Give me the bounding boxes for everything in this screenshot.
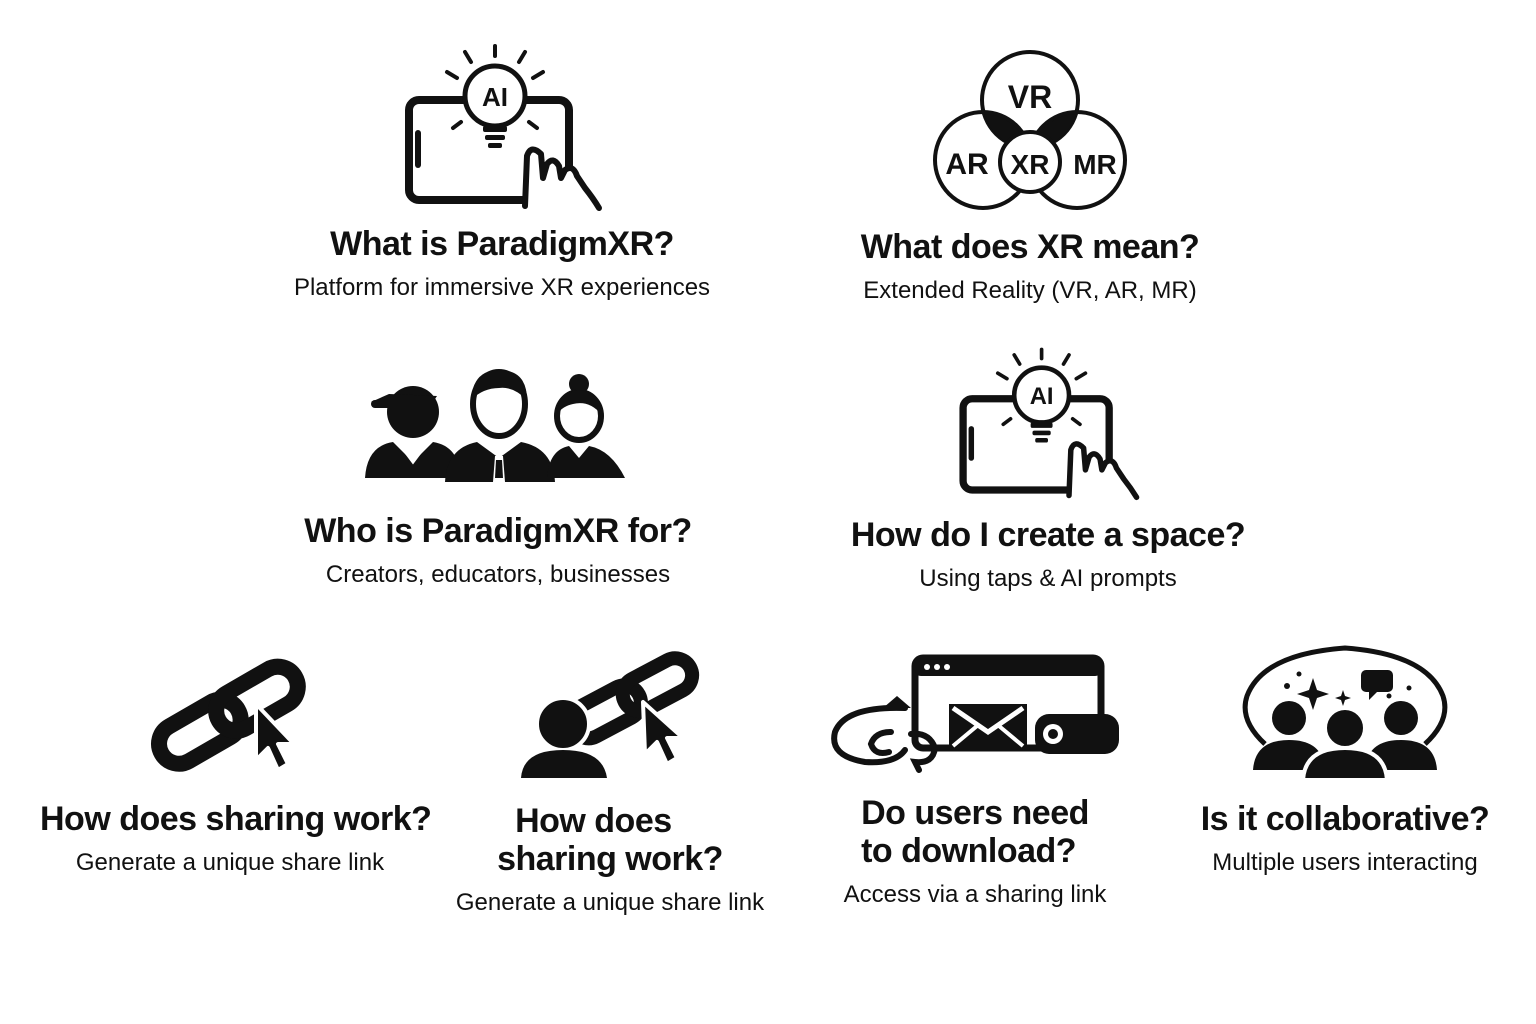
collaborating-users-icon bbox=[1242, 645, 1448, 780]
browser-email-vr-headset-icon bbox=[831, 654, 1119, 773]
faq-answer: Platform for immersive XR experiences bbox=[293, 274, 711, 301]
venn-label-vr: VR bbox=[1008, 79, 1052, 115]
faq-item-what-is: AI What is ParadigmXR? Platform for imme… bbox=[252, 38, 752, 303]
tablet-ai-bulb-touch-icon: AI bbox=[405, 44, 602, 211]
faq-question-wrap: How does sharing work? bbox=[450, 802, 770, 878]
faq-question: How does sharing work? bbox=[497, 802, 723, 878]
faq-question: What does XR mean? bbox=[860, 228, 1200, 266]
faq-question-line: to download? bbox=[861, 832, 1077, 870]
faq-question: Who is ParadigmXR for? bbox=[304, 512, 692, 550]
bulb-label: AI bbox=[1030, 384, 1054, 410]
people-group-icon bbox=[365, 369, 625, 482]
faq-question-line: Do users need bbox=[861, 794, 1089, 832]
faq-answer: Access via a sharing link bbox=[843, 881, 1107, 908]
faq-question: How does sharing work? bbox=[40, 800, 432, 838]
venn-label-xr: XR bbox=[1011, 149, 1050, 180]
faq-answer: Extended Reality (VR, AR, MR) bbox=[863, 277, 1197, 304]
faq-answer: Using taps & AI prompts bbox=[919, 565, 1177, 592]
xr-venn-diagram-icon: VR AR XR MR bbox=[933, 50, 1127, 210]
faq-answer: Multiple users interacting bbox=[1212, 849, 1478, 876]
faq-item-sharing-user: How does sharing work? Generate a unique… bbox=[450, 650, 770, 918]
faq-question-line: sharing work? bbox=[497, 840, 723, 878]
faq-question-wrap: Do users need to download? bbox=[810, 794, 1140, 870]
faq-question: How do I create a space? bbox=[850, 516, 1246, 554]
faq-item-sharing: How does sharing work? Generate a unique… bbox=[40, 652, 432, 878]
faq-item-xr-meaning: VR AR XR MR What does XR mean? Extended … bbox=[780, 50, 1280, 306]
bulb-label: AI bbox=[482, 82, 508, 112]
user-chain-link-cursor-icon bbox=[521, 651, 700, 778]
chain-link-cursor-icon bbox=[151, 658, 306, 772]
venn-label-ar: AR bbox=[945, 148, 989, 181]
venn-label-mr: MR bbox=[1073, 149, 1117, 180]
faq-question: Is it collaborative? bbox=[1200, 800, 1490, 838]
faq-question-line: How does bbox=[515, 802, 672, 840]
faq-answer: Generate a unique share link bbox=[75, 849, 385, 876]
faq-item-collaborative: Is it collaborative? Multiple users inte… bbox=[1190, 640, 1500, 878]
faq-item-download: Do users need to download? Access via a … bbox=[810, 652, 1140, 910]
faq-question: What is ParadigmXR? bbox=[330, 225, 674, 263]
faq-item-create-space: AI How do I create a space? Using taps &… bbox=[798, 342, 1298, 594]
tablet-ai-bulb-touch-icon: AI bbox=[959, 347, 1140, 501]
faq-answer: Creators, educators, businesses bbox=[325, 561, 671, 588]
faq-question: Do users need to download? bbox=[861, 794, 1089, 870]
faq-item-who-for: Who is ParadigmXR for? Creators, educato… bbox=[248, 366, 748, 590]
faq-answer: Generate a unique share link bbox=[455, 889, 765, 916]
